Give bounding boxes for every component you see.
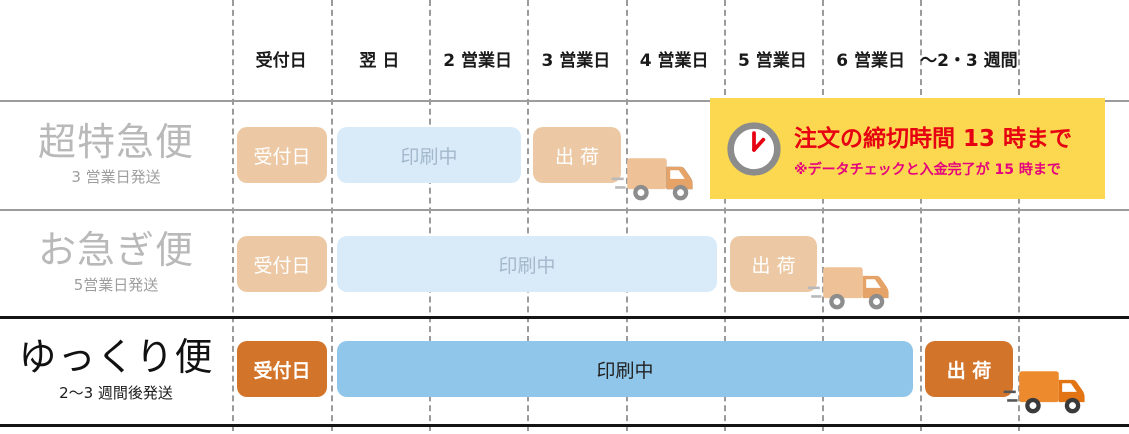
column-header-reception: 受付日	[255, 51, 307, 71]
service-subtitle: 5営業日発送	[73, 276, 159, 295]
gridline	[1018, 0, 1020, 431]
gridline	[331, 0, 333, 431]
printing-bar: 印刷中	[337, 236, 717, 292]
delivery-truck-icon	[807, 267, 889, 310]
deadline-note: ※データチェックと入金完了が 15 時まで	[794, 161, 1061, 178]
column-header-row: 受付日 翌 日 2 営業日 3 営業日 4 営業日 5 営業日 6 営業日 ～2…	[232, 42, 1018, 80]
deadline-time: 注文の締切時間 13 時まで	[794, 125, 1073, 152]
shipping-bar: 出 荷	[730, 236, 817, 292]
column-header-day4: 4 営業日	[639, 51, 709, 71]
shipping-bar: 出 荷	[925, 341, 1013, 397]
printing-bar: 印刷中	[337, 127, 521, 183]
gridline	[626, 0, 628, 431]
row-divider	[0, 209, 1129, 211]
service-name: 超特急便	[37, 119, 194, 164]
column-header-day5: 5 営業日	[738, 51, 807, 71]
clock-icon	[727, 121, 781, 176]
gridline	[724, 0, 726, 431]
row-divider-bold	[0, 424, 1129, 427]
service-name: お急ぎ便	[37, 227, 194, 272]
service-subtitle: 3 営業日発送	[71, 168, 161, 187]
column-header-day2: 2 営業日	[443, 51, 512, 71]
reception-bar: 受付日	[237, 236, 327, 292]
gridline	[232, 0, 234, 431]
reception-bar: 受付日	[237, 341, 327, 397]
service-name: ゆっくり便	[18, 335, 214, 380]
delivery-truck-icon	[1003, 371, 1085, 414]
printing-bar: 印刷中	[337, 341, 913, 397]
shipping-bar: 出 荷	[533, 127, 621, 183]
deadline-notice: 注文の締切時間 13 時まで ※データチェックと入金完了が 15 時まで	[710, 98, 1105, 199]
column-header-day3: 3 営業日	[541, 51, 611, 71]
row-label-super-express: 超特急便 3 営業日発送	[0, 102, 232, 208]
column-header-day6: 6 営業日	[836, 51, 905, 71]
row-divider-bold	[0, 316, 1129, 319]
service-subtitle: 2～3 週間後発送	[59, 383, 173, 402]
column-header-weeks: ～2・3 週間	[920, 51, 1018, 71]
reception-bar: 受付日	[237, 127, 327, 183]
gridline	[527, 0, 529, 431]
column-header-next-day: 翌 日	[359, 51, 400, 71]
row-divider	[0, 100, 1129, 102]
gridline	[822, 0, 824, 431]
delivery-truck-icon	[611, 158, 693, 201]
deadline-notice-text: 注文の締切時間 13 時まで ※データチェックと入金完了が 15 時まで	[794, 119, 1072, 179]
row-label-express: お急ぎ便 5営業日発送	[0, 211, 232, 315]
gridline	[920, 0, 922, 431]
row-label-slow: ゆっくり便 2～3 週間後発送	[0, 319, 232, 422]
gridline	[429, 0, 431, 431]
